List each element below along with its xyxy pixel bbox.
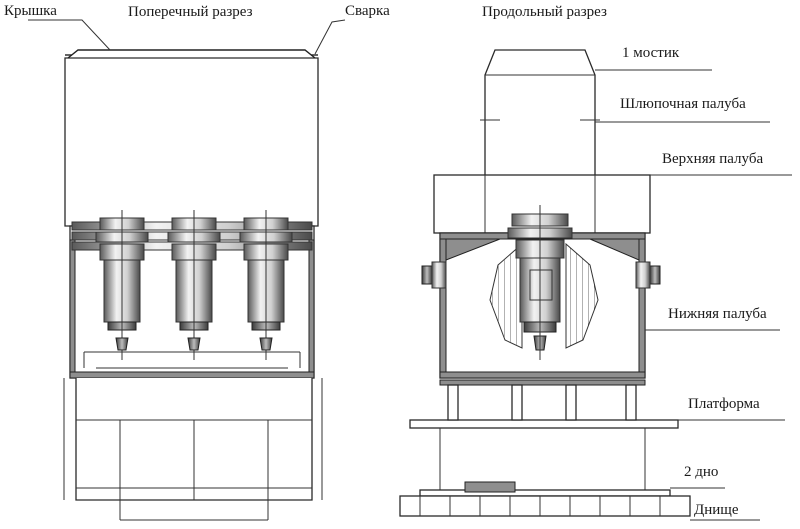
cross-upper-casing [64,57,319,227]
deck-label-boat-deck: Шлюпочная палуба [620,96,746,112]
deck-label-bridge: 1 мостик [622,45,680,61]
long-frame-left [439,232,447,379]
long-side-flange-right [635,261,661,289]
long-frame-diag-right [589,238,640,261]
longitudinal-section [399,49,792,521]
long-inner-bottom [419,489,671,497]
lid-label: Крышка [4,3,57,19]
cross-engine-3 [239,210,293,360]
cross-bay-floor [69,371,315,379]
deck-label-double-bottom: 2 дно [684,464,718,480]
long-frame-bottom [439,371,646,379]
deck-label-platform: Платформа [688,396,760,412]
deck-label-lower-deck: Нижняя палуба [668,306,767,322]
cross-section [28,19,346,521]
weld-leader [314,19,346,55]
longitudinal-section-title: Продольный разрез [482,4,607,20]
long-platform-deck [409,419,679,429]
cross-section-title: Поперечный разрез [128,4,253,20]
cross-engine-2 [167,210,221,360]
long-frame-right [638,232,646,379]
long-bottom-floors [419,496,661,516]
long-keel-block [464,481,516,493]
lid-leader [28,19,111,51]
cross-sump [83,351,301,369]
cross-bay-right-wall [308,239,315,379]
cross-engine-1 [95,210,149,360]
long-hull-curve-left [489,242,523,349]
cross-bay-left-wall [69,239,76,379]
long-bottom-shell [399,495,691,517]
deck-label-bottom: Днище [694,502,739,518]
long-platform-girder [439,379,646,386]
long-platform-columns [447,384,637,421]
long-engine [507,205,573,360]
weld-label: Сварка [345,3,390,19]
long-hull-curve-right [565,242,599,349]
long-frame-diag-left [445,238,501,261]
long-side-flange-left [421,261,447,289]
deck-label-upper-deck: Верхняя палуба [662,151,763,167]
lid-line [67,49,316,59]
